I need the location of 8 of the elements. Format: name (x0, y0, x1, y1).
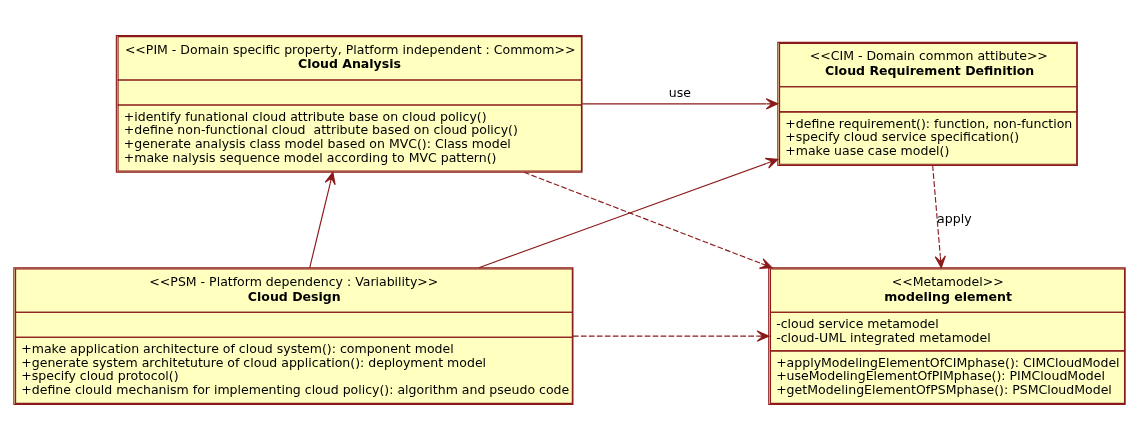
arrow (309, 171, 336, 268)
arrow (932, 164, 946, 268)
arrow (572, 329, 770, 342)
arrow (523, 171, 773, 269)
edge-label: apply (937, 210, 972, 226)
arrow (581, 97, 779, 110)
arrow (478, 157, 779, 268)
edge-label: use (668, 84, 692, 100)
